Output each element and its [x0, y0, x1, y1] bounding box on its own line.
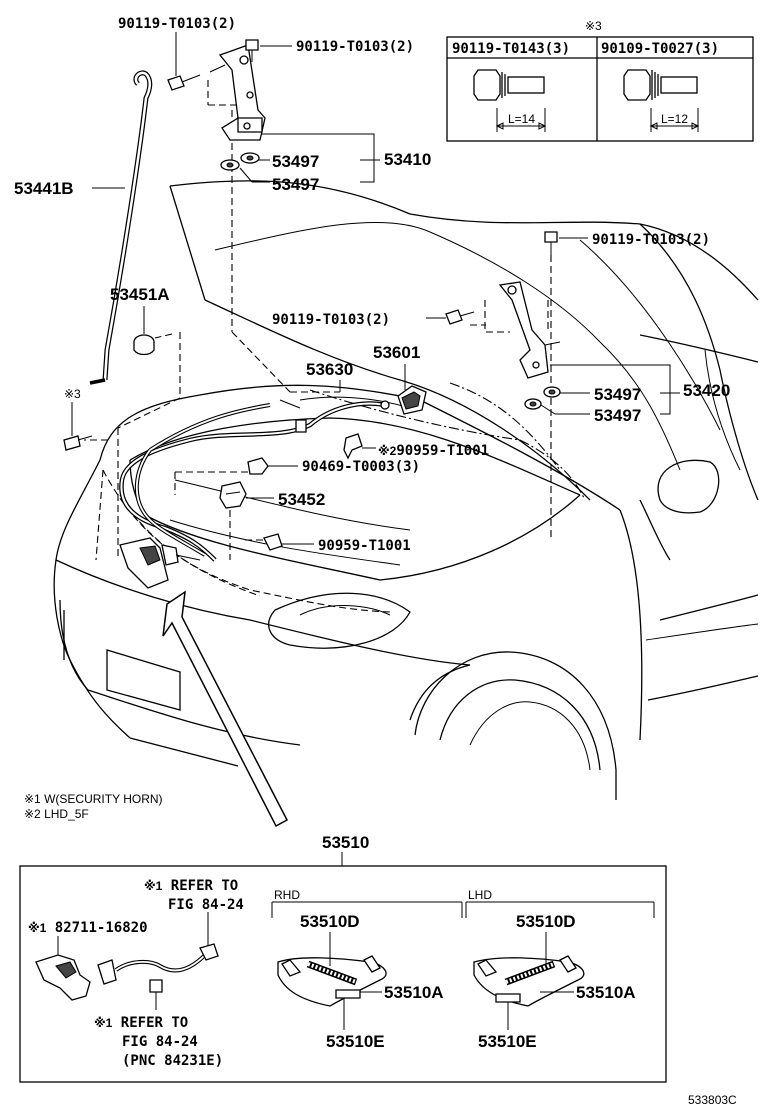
hinge-left: [209, 44, 266, 141]
label-rod-holder: 53451A: [110, 285, 170, 304]
label-support-rod: 53441B: [14, 179, 74, 198]
bolt-icon: [245, 39, 259, 62]
washer-icon: [240, 152, 260, 164]
label-hinge-bolt-left-top: 90119-T0103(2): [118, 16, 236, 32]
label-lock-cable: 53630: [306, 360, 353, 379]
rhd-latch: 53510A: [384, 983, 444, 1002]
label-washer-b: 53497: [272, 175, 319, 194]
label-clamp-b: 90959-T1001: [318, 538, 411, 554]
bolt-icon: [623, 69, 700, 132]
label-clip-main: 90469-T0003(3): [302, 459, 420, 475]
refer-top-line2: FIG 84-24: [168, 897, 244, 913]
label-lock-assy: 53510: [322, 833, 369, 852]
label-release-handle: 53452: [278, 490, 325, 509]
label-hinge-bolt-right-side: 90119-T0103(2): [272, 312, 390, 328]
bolt-icon: [167, 74, 201, 91]
lhd-label: LHD: [468, 888, 492, 902]
label-washer-a: 53497: [272, 152, 319, 171]
washer-icon: [220, 159, 240, 171]
lock-detail-box: ※1 REFER TO FIG 84-24 ※1 82711-16820 ※1 …: [19, 865, 667, 1083]
bolt-icon: [473, 69, 547, 132]
bolt-spec-table: ※3 90119-T0143(3) 90109-T0027(3) L=14 L=…: [446, 19, 754, 142]
assembly-lines: [84, 80, 586, 560]
table-part-2: 90109-T0027(3): [601, 41, 719, 57]
label-washer-d: 53497: [594, 406, 641, 425]
hood-lock: [119, 537, 201, 589]
refer-bottom: ※1 REFER TO: [94, 1015, 188, 1031]
rhd-bolt: 53510E: [326, 1032, 385, 1051]
part-labels: 90119-T0103(2) 90119-T0103(2) 53497 5349…: [14, 16, 730, 554]
horn-part: ※1 82711-16820: [28, 920, 148, 936]
clamp-icon: [343, 433, 363, 460]
label-note3-marker: ※3: [64, 387, 81, 401]
label-latch-switch: 53601: [373, 343, 420, 362]
label-hinge-right: 53420: [683, 381, 730, 400]
label-hinge-bolt-left-right: 90119-T0103(2): [296, 39, 414, 55]
bolt-icon: [63, 435, 93, 451]
lhd-latch-drawing: [473, 955, 585, 1015]
lhd-spring: 53510D: [516, 912, 576, 931]
notes: ※1 W(SECURITY HORN) ※2 LHD_5F: [24, 792, 163, 821]
vehicle-outline: [53, 180, 759, 800]
lhd-latch: 53510A: [576, 983, 636, 1002]
bolt-icon: [544, 231, 558, 256]
lock-assembly-drawing: [35, 943, 219, 1010]
arrow-icon: [162, 590, 289, 828]
note-1: ※1 W(SECURITY HORN): [24, 792, 163, 806]
latch-switch: [397, 385, 427, 415]
hinge-right: [498, 281, 561, 379]
rhd-latch-drawing: [277, 955, 387, 1015]
drawing-number: 533803C: [688, 1093, 737, 1107]
label-hinge-bolt-right-top: 90119-T0103(2): [592, 232, 710, 248]
washer-icon: [524, 398, 542, 410]
release-handle-icon: [219, 481, 247, 509]
clamp-icon: [263, 533, 283, 551]
bolt-icon: [445, 309, 475, 325]
table-marker: ※3: [585, 19, 602, 33]
rod-holder: [133, 334, 155, 356]
refer-bottom-line3: (PNC 84231E): [122, 1053, 223, 1069]
label-hinge-left: 53410: [384, 150, 431, 169]
rhd-label: RHD: [274, 888, 300, 902]
lhd-bolt: 53510E: [478, 1032, 537, 1051]
support-rod: [89, 70, 153, 385]
rhd-spring: 53510D: [300, 912, 360, 931]
lock-cable: [119, 400, 390, 562]
note-2: ※2 LHD_5F: [24, 807, 89, 821]
clip-icon: [247, 457, 269, 475]
table-length-1: L=14: [508, 112, 535, 126]
table-length-2: L=12: [661, 112, 688, 126]
label-washer-c: 53497: [594, 385, 641, 404]
table-part-1: 90119-T0143(3): [452, 41, 570, 57]
label-clamp-a: ※290959-T1001: [378, 443, 489, 459]
washer-icon: [543, 386, 561, 398]
refer-top: ※1 REFER TO: [144, 878, 238, 894]
refer-bottom-line2: FIG 84-24: [122, 1034, 198, 1050]
